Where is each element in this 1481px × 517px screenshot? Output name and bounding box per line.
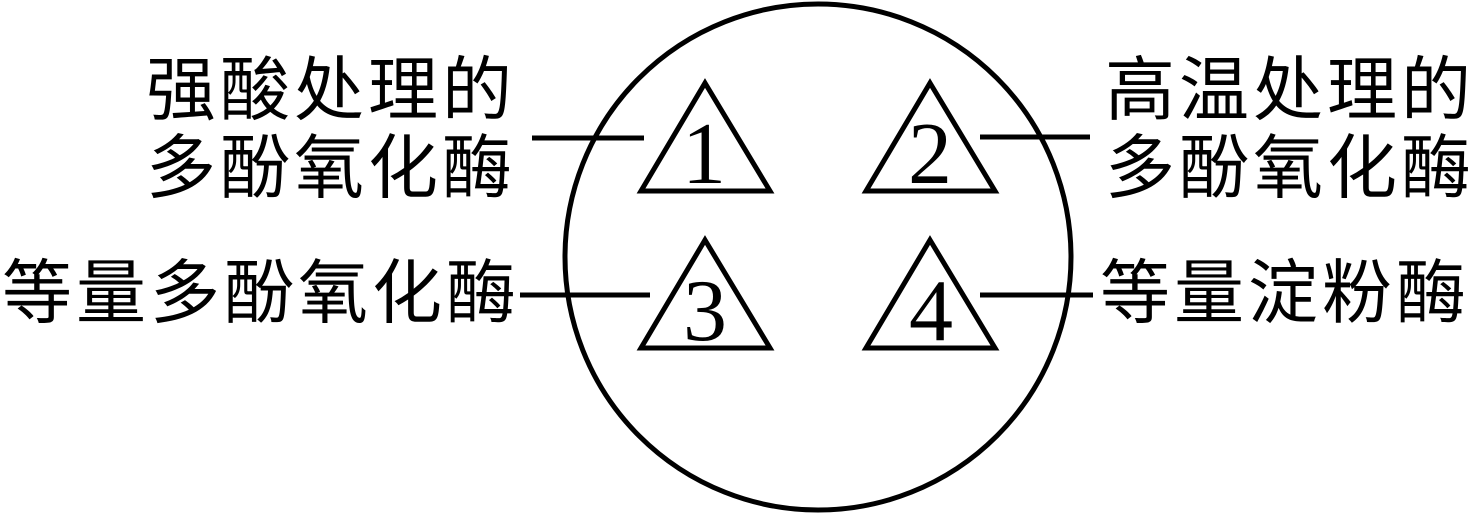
label-bottom-left: 等量多酚氧化酶 bbox=[2, 256, 520, 333]
label-top-right-line1: 高温处理的 bbox=[1105, 53, 1475, 130]
label-top-left: 强酸处理的 多酚氧化酶 bbox=[146, 53, 516, 209]
well-triangle-2 bbox=[861, 78, 1000, 194]
well-triangle-1 bbox=[636, 78, 775, 194]
label-bottom-right: 等量淀粉酶 bbox=[1100, 256, 1470, 333]
well-triangle-3 bbox=[636, 235, 775, 351]
well-number-2: 2 bbox=[908, 106, 952, 203]
label-top-right-line2: 多酚氧化酶 bbox=[1105, 131, 1475, 208]
well-number-3: 3 bbox=[683, 263, 727, 360]
label-top-right: 高温处理的 多酚氧化酶 bbox=[1105, 53, 1475, 209]
well-number-4: 4 bbox=[909, 263, 953, 360]
label-top-left-line2: 多酚氧化酶 bbox=[146, 131, 516, 208]
well-triangle-4 bbox=[861, 235, 1000, 351]
label-top-left-line1: 强酸处理的 bbox=[146, 53, 516, 130]
petri-dish-circle bbox=[562, 1, 1074, 513]
well-number-1: 1 bbox=[682, 106, 726, 203]
